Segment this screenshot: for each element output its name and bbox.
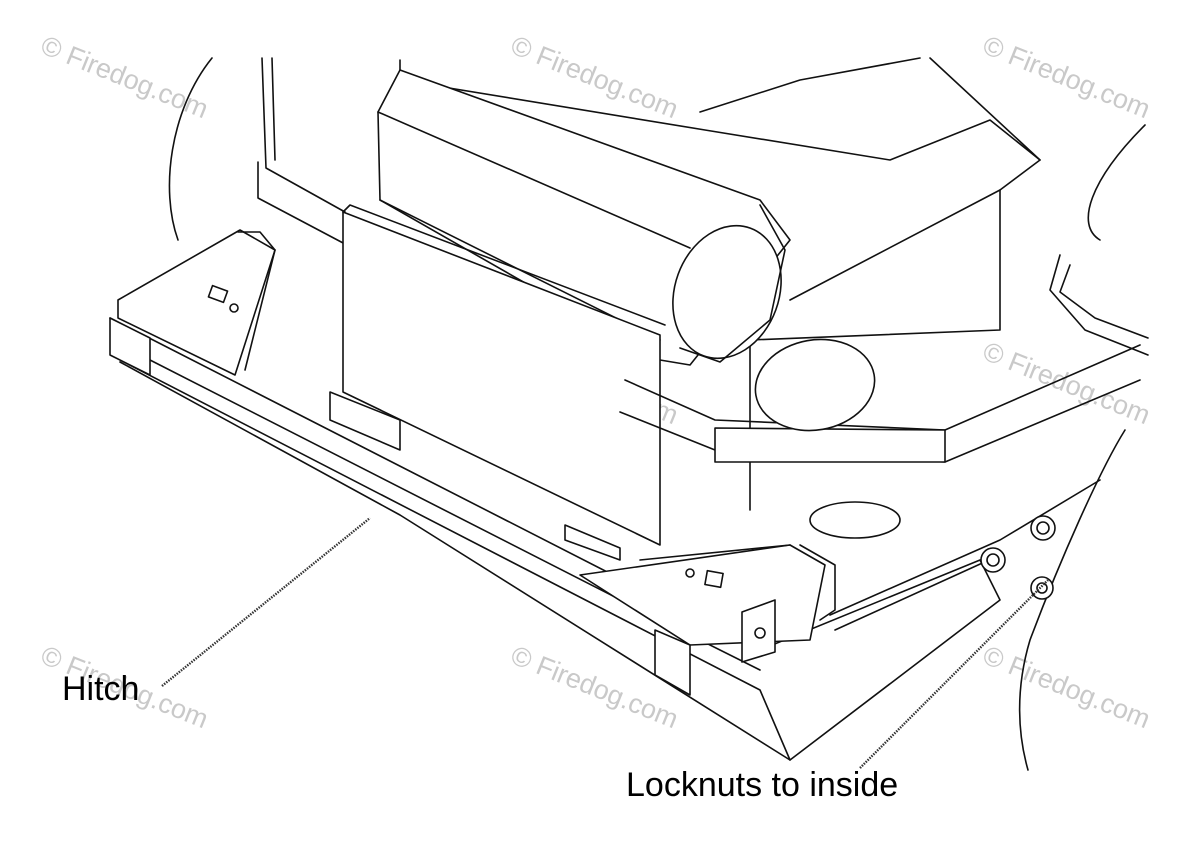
cylinder-end-rim: [679, 204, 786, 363]
right-hitch-bracket: [579, 544, 826, 646]
spacer-right: [564, 524, 621, 561]
right-bracket-end: [654, 629, 691, 696]
spacer-left: [329, 391, 401, 451]
right-bracket-side: [799, 544, 836, 621]
right-bracket-top: [639, 544, 791, 561]
right-tank: [1049, 254, 1149, 356]
left-bracket-flange: [237, 231, 276, 371]
lower-frame-right: [829, 479, 1101, 616]
right-bracket-bolt: [754, 627, 766, 639]
locknuts-label: Locknuts to inside: [626, 766, 899, 804]
platform-edge-1: [624, 344, 1141, 431]
lower-hole: [809, 501, 901, 539]
engine-opening: [754, 338, 876, 432]
lower-frame-right-2: [834, 554, 1001, 631]
hitch-leader-line: [161, 517, 371, 687]
left-bracket-end: [109, 317, 151, 376]
right-tank-inner: [1059, 264, 1149, 339]
engine-box-right: [789, 189, 1001, 301]
platform-bar: [714, 427, 946, 463]
frame-top-edge: [257, 161, 346, 245]
hitch-label: Hitch: [62, 670, 140, 708]
locknuts-leader-line: [859, 579, 1049, 769]
frame-rail-left-inner: [271, 57, 276, 161]
cylinder-edge-1: [377, 111, 691, 249]
center-plate-top: [342, 204, 666, 326]
right-bracket-hole: [685, 568, 695, 578]
left-hitch-bracket: [117, 229, 276, 376]
left-bracket-hole: [229, 303, 239, 313]
right-wheel-lower-arc: [1018, 429, 1126, 771]
right-wheel-arc: [1087, 124, 1146, 241]
locknut-bolts: [980, 515, 1056, 600]
frame-rail-left: [261, 57, 346, 213]
engine-right-face: [749, 189, 1001, 511]
left-bracket-slot: [207, 284, 229, 304]
center-plate: [342, 211, 661, 546]
left-wheel-arc: [168, 57, 213, 241]
engine-top-inner: [699, 57, 921, 113]
engine-side: [929, 57, 1041, 161]
right-bracket-slot: [704, 569, 724, 589]
